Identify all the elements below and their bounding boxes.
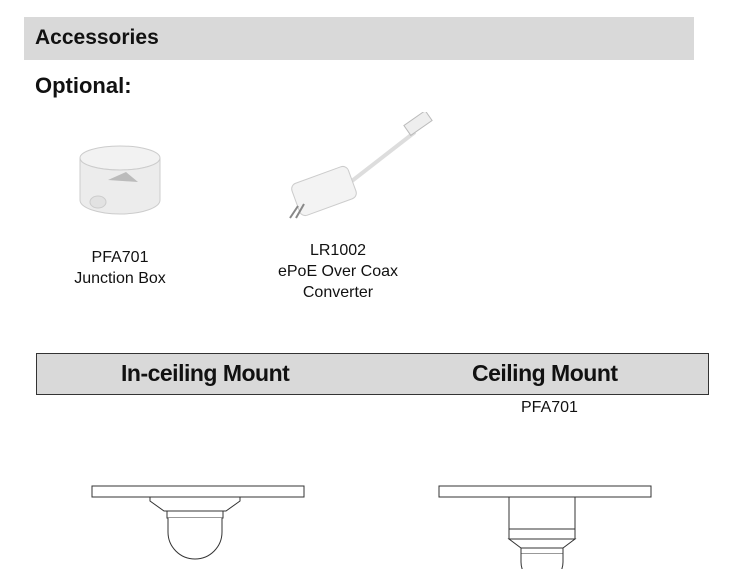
converter-image [289,112,433,219]
accessory-model: LR1002 [309,242,367,259]
accessory-caption-pfa701: PFA701 Junction Box [40,247,200,289]
mount-table-header: In-ceiling Mount Ceiling Mount [36,353,709,395]
accessory-caption-lr1002: LR1002 ePoE Over Coax Converter [258,240,418,303]
accessory-model: PFA701 [91,249,149,266]
accessory-name: ePoE Over Coax [277,263,399,280]
section-title: Accessories [35,26,159,49]
ceiling-mount-drawing [438,485,652,569]
in-ceiling-mount-title: In-ceiling Mount [121,360,290,386]
optional-heading: Optional: [35,73,132,98]
ceiling-mount-title: Ceiling Mount [472,360,618,386]
junction-box-image [79,145,161,215]
section-header: Accessories [24,17,694,60]
ceiling-mount-accessory: PFA701 [521,399,578,416]
accessory-name: Converter [302,284,374,301]
in-ceiling-mount-drawing [91,485,305,560]
accessory-name: Junction Box [74,270,166,287]
